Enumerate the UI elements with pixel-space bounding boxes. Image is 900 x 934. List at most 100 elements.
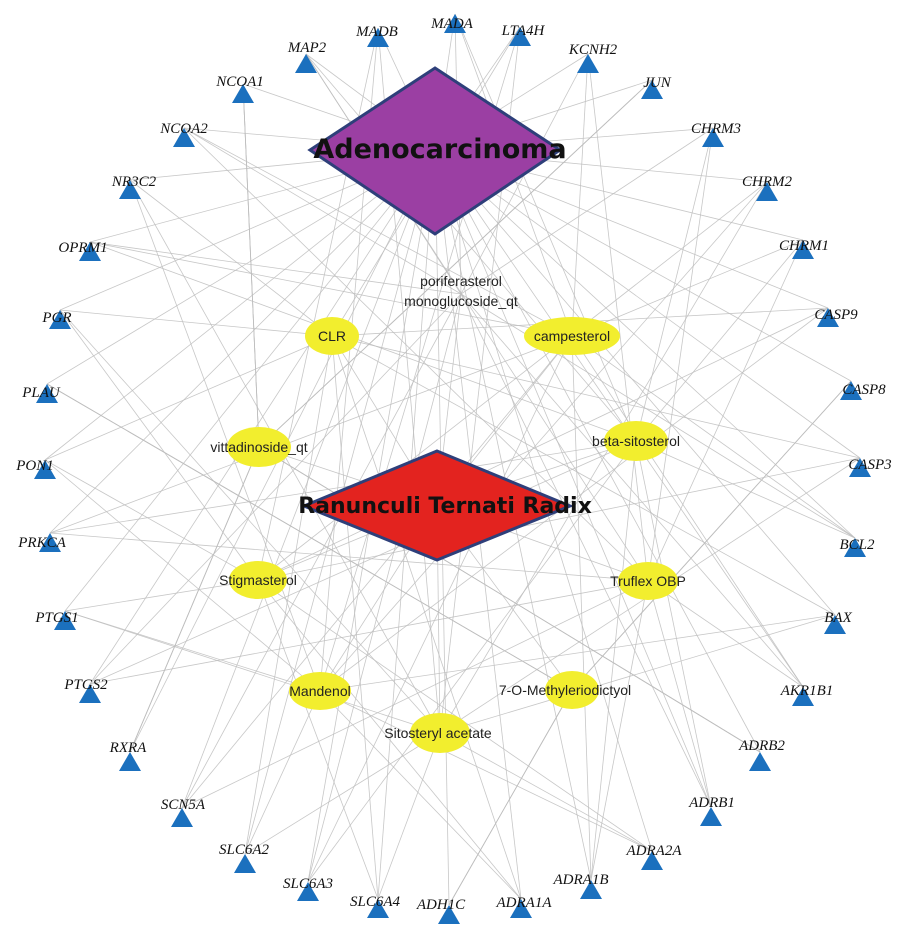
target-node-casp9[interactable] xyxy=(817,308,839,327)
compound-node-sitosteryl[interactable] xyxy=(410,713,470,753)
edge-compound-target xyxy=(129,179,333,337)
target-label-adh1c: ADH1C xyxy=(416,897,466,913)
target-node-kcnh2[interactable] xyxy=(577,54,599,73)
edge-compound-target xyxy=(258,79,653,448)
target-node-rxra[interactable] xyxy=(119,752,141,771)
edge-compound-target xyxy=(571,335,804,688)
edge-compound-target xyxy=(439,732,653,852)
target-label-adra2a: ADRA2A xyxy=(626,843,683,859)
target-node-oprm1[interactable] xyxy=(79,242,101,261)
target-label-slc6a2: SLC6A2 xyxy=(219,842,270,858)
edge-compound-target xyxy=(64,579,259,612)
edge-compound-target xyxy=(571,335,856,539)
compound-label-methyleriodictyol: 7-O-Methyleriodictyol xyxy=(499,682,631,698)
target-label-plau: PLAU xyxy=(21,385,61,401)
target-node-jun[interactable] xyxy=(641,80,663,99)
edge-compound-target xyxy=(244,690,321,855)
edge-compound-target xyxy=(319,614,836,692)
target-node-nr3c2[interactable] xyxy=(119,180,141,199)
compound-label-beta-sitosterol: beta-sitosterol xyxy=(592,433,680,449)
target-node-scn5a[interactable] xyxy=(171,808,193,827)
edge-compound-target xyxy=(89,241,573,337)
edge-compound-target xyxy=(181,335,573,809)
edge-compound-target xyxy=(244,732,441,855)
target-node-slc6a2[interactable] xyxy=(234,854,256,873)
target-node-plau[interactable] xyxy=(36,384,58,403)
target-node-ptgs2[interactable] xyxy=(79,684,101,703)
compound-label-sitosteryl: Sitosteryl acetate xyxy=(384,725,492,741)
target-node-lta4h[interactable] xyxy=(509,27,531,46)
target-node-ncoa1[interactable] xyxy=(232,84,254,103)
disease-node[interactable] xyxy=(307,66,563,236)
target-node-mada[interactable] xyxy=(444,14,466,33)
target-label-chrm2: CHRM2 xyxy=(742,174,792,190)
edge-compound-target xyxy=(257,579,653,852)
target-node-bcl2[interactable] xyxy=(844,538,866,557)
edge-compound-target xyxy=(181,293,462,809)
target-label-kcnh2: KCNH2 xyxy=(568,42,618,58)
edge-compound-target xyxy=(89,580,649,685)
target-node-adra1b[interactable] xyxy=(580,880,602,899)
compound-label-truflex: Truflex OBP xyxy=(610,573,686,589)
edge-compound-target xyxy=(46,383,573,691)
edge-disease-target xyxy=(434,149,861,459)
target-node-casp3[interactable] xyxy=(849,458,871,477)
edge-compound-target xyxy=(183,127,573,337)
edge-compound-target xyxy=(647,239,804,582)
compound-label-clr: CLR xyxy=(318,328,346,344)
edge-compound-target xyxy=(454,13,637,442)
edge-compound-target xyxy=(647,580,804,688)
target-node-slc6a3[interactable] xyxy=(297,882,319,901)
compound-node-vittadinoside[interactable] xyxy=(227,427,291,467)
target-label-pgr: PGR xyxy=(41,310,71,326)
compound-node-beta-sitosterol[interactable] xyxy=(604,421,668,461)
edge-compound-target xyxy=(49,335,573,534)
herb-node[interactable] xyxy=(300,449,574,562)
target-node-adrb1[interactable] xyxy=(700,807,722,826)
compound-node-methyleriodictyol[interactable] xyxy=(545,671,599,709)
target-node-madb[interactable] xyxy=(367,28,389,47)
target-label-casp9: CASP9 xyxy=(814,307,858,323)
disease-label: Adenocarcinoma xyxy=(313,134,566,165)
compound-node-clr[interactable] xyxy=(305,317,359,355)
target-node-ptgs1[interactable] xyxy=(54,611,76,630)
edge-compound-target xyxy=(439,614,836,734)
compound-node-campesterol[interactable] xyxy=(524,317,620,355)
target-node-akr1b1[interactable] xyxy=(792,687,814,706)
target-node-slc6a4[interactable] xyxy=(367,899,389,918)
target-node-pon1[interactable] xyxy=(34,460,56,479)
edge-compound-target xyxy=(460,293,712,808)
target-node-adh1c[interactable] xyxy=(438,905,460,924)
edge-compound-target xyxy=(181,580,649,809)
edge-compound-target xyxy=(571,380,852,691)
compound-node-stigmasterol[interactable] xyxy=(229,561,287,599)
target-node-adra2a[interactable] xyxy=(641,851,663,870)
edge-disease-target xyxy=(434,149,761,753)
compound-node-mandenol[interactable] xyxy=(289,672,351,710)
target-node-adrb2[interactable] xyxy=(749,752,771,771)
edge-compound-target xyxy=(647,127,714,582)
target-node-map2[interactable] xyxy=(295,54,317,73)
target-node-bax[interactable] xyxy=(824,615,846,634)
target-node-prkca[interactable] xyxy=(39,533,61,552)
edge-compound-target xyxy=(571,335,592,881)
edge-compound-target xyxy=(44,335,333,461)
target-node-adra1a[interactable] xyxy=(510,899,532,918)
target-label-ptgs2: PTGS2 xyxy=(63,677,108,693)
target-node-chrm2[interactable] xyxy=(756,182,778,201)
edge-disease-target xyxy=(434,149,856,539)
target-node-chrm3[interactable] xyxy=(702,128,724,147)
compound-node-truflex[interactable] xyxy=(618,562,678,600)
target-label-adrb2: ADRB2 xyxy=(738,738,785,754)
target-label-jun: JUN xyxy=(643,75,671,91)
edge-compound-target xyxy=(183,127,462,295)
target-label-lta4h: LTA4H xyxy=(501,23,546,39)
target-node-casp8[interactable] xyxy=(840,381,862,400)
target-node-chrm1[interactable] xyxy=(792,240,814,259)
compound-label-mandenol: Mandenol xyxy=(289,683,351,699)
target-node-ncoa2[interactable] xyxy=(173,128,195,147)
target-node-pgr[interactable] xyxy=(49,310,71,329)
edge-compound-target xyxy=(460,293,804,688)
edge-compound-target xyxy=(590,440,637,881)
